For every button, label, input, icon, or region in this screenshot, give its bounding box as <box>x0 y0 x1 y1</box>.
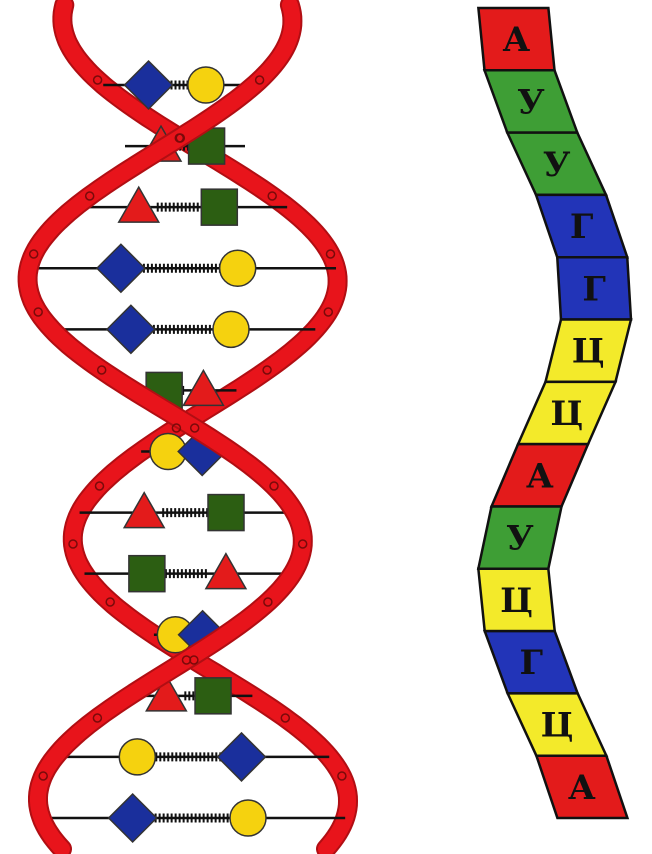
circle-base-icon <box>213 311 249 347</box>
diamond-base-icon <box>218 733 266 781</box>
rna-segment: Ц <box>546 320 631 382</box>
rna-segment: У <box>478 506 561 568</box>
base-pair-rung <box>42 794 346 842</box>
base-pair-rung <box>29 244 336 292</box>
rna-base-label: У <box>543 145 571 185</box>
triangle-base-icon <box>119 187 159 222</box>
rna-segment: Г <box>536 195 627 257</box>
base-pair-rung <box>55 733 329 781</box>
rna-segment: А <box>478 8 554 70</box>
diamond-base-icon <box>109 794 157 842</box>
base-pair-rung <box>52 305 315 353</box>
square-base-icon <box>195 678 231 714</box>
rna-base-label: А <box>568 768 596 808</box>
rna-base-label: Ц <box>550 394 583 434</box>
circle-base-icon <box>230 800 266 836</box>
rna-segment: Г <box>485 631 578 693</box>
rna-segment: У <box>507 133 606 195</box>
rna-base-label: У <box>506 519 534 559</box>
triangle-base-icon <box>206 554 246 589</box>
rna-base-label: У <box>517 83 545 123</box>
triangle-base-icon <box>124 493 164 528</box>
triangle-base-icon <box>183 370 223 405</box>
rna-base-label: А <box>526 456 554 496</box>
rna-segment: Ц <box>518 382 615 444</box>
base-pair-rung <box>80 493 295 531</box>
rna-base-label: Г <box>582 269 606 309</box>
rna-base-label: Ц <box>541 706 574 746</box>
circle-base-icon <box>220 250 256 286</box>
rna-segment: У <box>485 70 578 132</box>
square-base-icon <box>129 556 165 592</box>
circle-base-icon <box>119 739 155 775</box>
base-pair-rung <box>84 554 292 592</box>
rna-base-label: Г <box>519 643 543 683</box>
rna-segment: А <box>536 756 627 818</box>
rna-base-label: Ц <box>500 581 533 621</box>
rna-segment: Ц <box>478 569 554 631</box>
rna-base-label: Г <box>570 207 594 247</box>
rna-segment: Г <box>557 257 631 319</box>
rna-base-label: А <box>503 20 531 60</box>
rna-segment: Ц <box>508 693 607 755</box>
rna-segment: А <box>492 444 589 506</box>
diamond-base-icon <box>107 305 155 353</box>
square-base-icon <box>208 495 244 531</box>
dna-double-helix <box>28 5 348 849</box>
square-base-icon <box>201 189 237 225</box>
rna-base-label: Ц <box>572 332 605 372</box>
circle-base-icon <box>188 67 224 103</box>
diamond-base-icon <box>97 244 145 292</box>
